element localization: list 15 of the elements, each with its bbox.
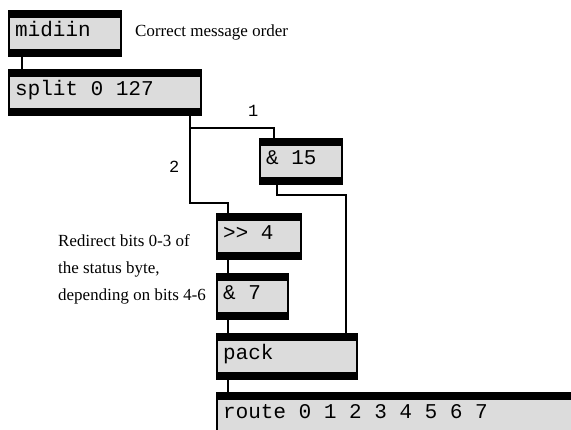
object-box: & 7 bbox=[216, 273, 289, 320]
object-box: midiin bbox=[8, 10, 122, 57]
object-box: pack bbox=[216, 333, 358, 380]
patch-cord bbox=[227, 380, 229, 392]
comment-text: Correct message order bbox=[135, 20, 289, 42]
object-box: split 0 127 bbox=[8, 69, 202, 116]
patch-cord bbox=[227, 320, 229, 333]
object-box: & 15 bbox=[259, 138, 343, 185]
patch-cord bbox=[189, 116, 229, 213]
patch-cord bbox=[21, 57, 23, 69]
comment-text: Redirect bits 0-3 of the status byte, depending on bits 4-6 bbox=[58, 230, 207, 306]
object-box: >> 4 bbox=[216, 213, 302, 260]
patch-cord bbox=[276, 185, 347, 333]
object-box: route 0 1 2 3 4 5 6 7 bbox=[216, 392, 571, 430]
patch-cord bbox=[227, 260, 229, 273]
